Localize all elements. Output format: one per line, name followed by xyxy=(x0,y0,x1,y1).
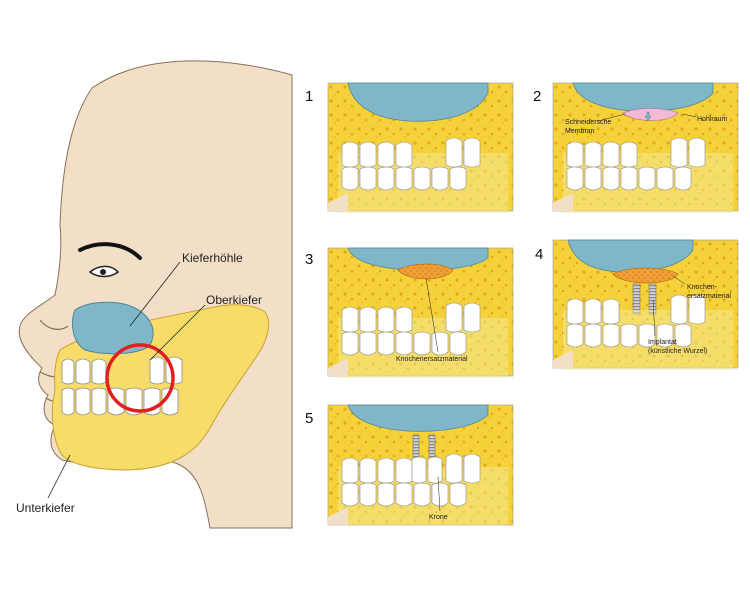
step-4-number: 4 xyxy=(535,246,543,263)
nostril xyxy=(39,319,69,330)
face-teeth xyxy=(61,356,183,416)
step-2-panel: Schneidersche Membran Hohlraum xyxy=(552,82,739,213)
face-profile: Kieferhöhle Oberkiefer Unterkiefer xyxy=(16,60,293,529)
label-krone: Krone xyxy=(429,514,448,521)
label-oberkiefer: Oberkiefer xyxy=(206,293,262,307)
graft-material-4 xyxy=(612,267,679,284)
label-kuenstliche-wurzel: (künstliche Wurzel) xyxy=(648,348,707,355)
step-3-number: 3 xyxy=(305,251,313,268)
crown-tooth-a xyxy=(411,456,427,484)
step-2-number: 2 xyxy=(533,88,541,105)
label-ersatzmaterial: ersatzmaterial xyxy=(687,293,731,300)
step-1-number: 1 xyxy=(305,88,313,105)
step-4-panel: Knochen- ersatzmaterial Implantat (künst… xyxy=(552,239,739,370)
missing-tooth-highlight xyxy=(105,343,175,413)
eyebrow xyxy=(78,242,142,260)
implant-screw-b xyxy=(648,283,657,315)
label-membran: Membran xyxy=(565,128,595,135)
label-knochenersatzmaterial: Knochenersatzmaterial xyxy=(396,356,468,363)
label-unterkiefer: Unterkiefer xyxy=(16,501,75,515)
label-hohlraum: Hohlraum xyxy=(697,116,728,123)
label-knochen: Knochen- xyxy=(687,284,718,291)
label-kieferhoehle: Kieferhöhle xyxy=(182,251,243,265)
step-3-panel: Knochenersatzmaterial xyxy=(327,247,514,378)
step-5-panel: Krone xyxy=(327,404,514,526)
crown-tooth-b xyxy=(427,456,443,484)
graft-material xyxy=(397,263,454,280)
implant-screw-a xyxy=(632,283,641,315)
label-schneidersche: Schneidersche xyxy=(565,119,611,126)
label-implantat: Implantat xyxy=(648,339,677,346)
membrane-cavity xyxy=(622,108,679,121)
step-5-number: 5 xyxy=(305,410,313,427)
step-1-panel xyxy=(327,82,514,213)
